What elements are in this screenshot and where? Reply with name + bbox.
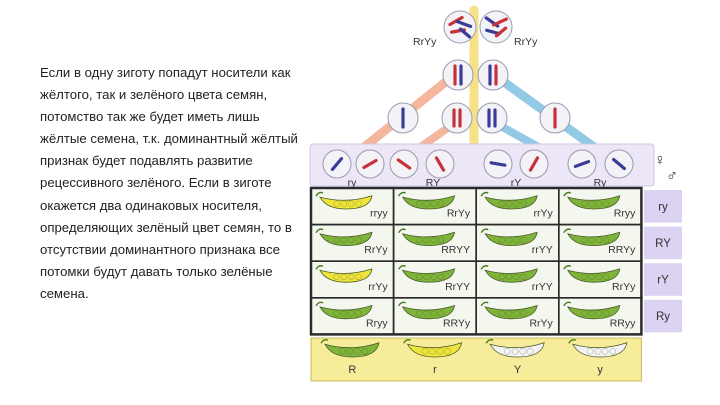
gamete-label-female: ry [348, 177, 357, 189]
legend-allele-label: R [348, 364, 356, 376]
pea-pod-yellow [315, 191, 373, 210]
legend-allele-label: r [433, 364, 437, 376]
cell-genotype: RRYY [441, 244, 470, 256]
gamete-cell-1 [322, 149, 352, 179]
gamete-label-female: rY [511, 177, 522, 189]
parent-cell-left [443, 10, 477, 44]
pea-pod-green [563, 191, 621, 210]
cell-genotype: RrYy [529, 317, 553, 329]
legend-item: Y [485, 338, 545, 376]
cell-genotype: RrYy [364, 244, 388, 256]
explanation-text: Если в одну зиготу попадут носители как … [40, 65, 298, 301]
pea-pod-green [480, 191, 538, 210]
gamete-cell-4 [425, 149, 455, 179]
row-header: rY [644, 263, 682, 296]
gamete-cell-5 [483, 149, 513, 179]
gamete-cell-7 [567, 149, 597, 179]
pea-pod-green [397, 265, 456, 283]
cell-genotype: RRYy [608, 244, 636, 256]
legend-pea-pod-green [320, 338, 380, 358]
grid-cell: RRyy [557, 296, 643, 336]
cell-genotype: Rryy [614, 208, 636, 220]
pea-pod-green [480, 228, 538, 247]
cell-genotype: rrYY [532, 244, 553, 256]
pea-pod-green [315, 228, 373, 247]
pea-pod-green [397, 191, 456, 210]
gamete-labels: ry RY rY Ry [348, 177, 608, 189]
gamete-cell-2 [355, 149, 385, 179]
pea-pod-green [480, 265, 538, 283]
cell-genotype: rrYY [532, 281, 553, 293]
legend-item: y [568, 338, 628, 376]
parent-genotype-right: RrYy [514, 36, 538, 48]
cell-stage3-d [539, 102, 571, 134]
legend-pea-pod-white [485, 338, 545, 358]
pea-pod-green [397, 301, 456, 320]
row-header-label: ry [658, 201, 668, 213]
cell-genotype: RrYy [447, 208, 471, 220]
grid-cell: RrYy [475, 296, 560, 336]
cell-genotype: Rryy [366, 317, 388, 329]
pea-pod-yellow [315, 265, 373, 283]
legend-item: R [320, 338, 380, 376]
row-header-label: rY [657, 275, 669, 287]
legend-item: r [402, 338, 463, 376]
legend-band [310, 337, 642, 382]
row-header-label: Ry [656, 311, 670, 323]
cell-stage3-b [441, 102, 473, 134]
grid-cell: RrYY [392, 260, 478, 299]
gamete-cell-6 [519, 149, 549, 179]
parent-genotype-left: RrYy [413, 36, 437, 48]
pea-pod-green [563, 228, 621, 247]
legend-pea-pod-white [568, 338, 628, 358]
cell-stage3-c [476, 102, 508, 134]
cell-stage2-right [477, 59, 509, 91]
legend-allele-label: y [597, 364, 603, 376]
row-header: ry [644, 190, 682, 223]
row-header-label: RY [655, 238, 671, 250]
grid-cell: RRYy [557, 223, 643, 263]
row-header: RY [644, 226, 682, 260]
cell-genotype: rryy [370, 208, 388, 220]
gamete-label-female: Ry [594, 177, 608, 189]
pea-pod-green [397, 228, 456, 247]
legend-pea-pod-yellow [402, 338, 463, 358]
pea-pod-green [315, 301, 373, 320]
inheritance-lines [343, 5, 617, 165]
cell-genotype: RrYY [445, 281, 470, 293]
pea-pod-green [480, 301, 538, 320]
cell-genotype: rrYy [368, 281, 388, 293]
cell-layer-top [322, 149, 634, 179]
cell-genotype: RrYy [612, 281, 636, 293]
parent-cell-right [479, 10, 513, 44]
cell-genotype: RRYy [443, 317, 471, 329]
cell-genotype: RRyy [610, 317, 636, 329]
legend-allele-label: Y [514, 364, 522, 376]
pea-pod-green [563, 265, 621, 283]
cell-genotype: rrYy [534, 208, 554, 220]
cell-stage3-a [387, 102, 419, 134]
cell-stage2-left [442, 59, 474, 91]
gamete-cell-3 [389, 149, 419, 179]
row-header: Ry [644, 299, 682, 333]
male-symbol: ♂ [666, 168, 678, 185]
gamete-cell-8 [604, 149, 634, 179]
cell-layer [387, 10, 571, 134]
female-symbol: ♀ [654, 152, 666, 169]
gamete-label-female: RY [426, 177, 440, 189]
pea-pod-green [563, 301, 621, 320]
